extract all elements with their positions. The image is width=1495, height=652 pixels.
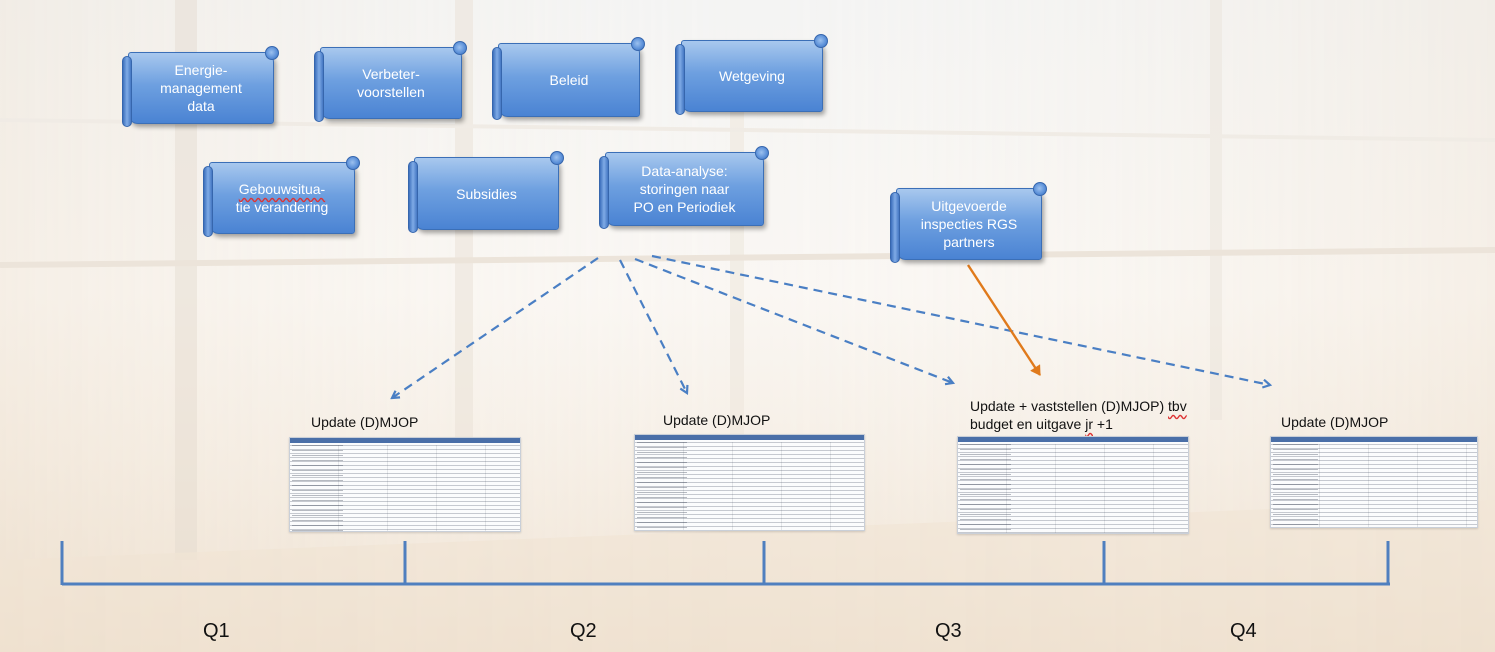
quarter-label-q4: Q4 xyxy=(1230,620,1257,642)
scroll-label: Beleid xyxy=(549,72,589,88)
scroll-curl-right xyxy=(755,146,769,160)
scroll-curl-right xyxy=(814,34,828,48)
quarter-label-q3: Q3 xyxy=(935,620,962,642)
scroll-curl-right xyxy=(631,37,645,51)
dashed-arrow-to-q1 xyxy=(392,257,599,398)
scroll-curl-left xyxy=(675,44,685,115)
update-q3-text-b: budget en uitgave xyxy=(970,416,1086,432)
scroll-label: Energie- management data xyxy=(160,62,242,114)
scroll-curl-left xyxy=(890,192,900,263)
update-label-q1: Update (D)MJOP xyxy=(311,414,419,430)
scroll-curl-left xyxy=(599,156,609,229)
quarter-label-q1: Q1 xyxy=(203,620,230,642)
mjop-spreadsheet-thumbnail-q4 xyxy=(1270,436,1478,528)
scroll-curl-left xyxy=(203,166,213,237)
update-label-q2: Update (D)MJOP xyxy=(663,412,771,428)
scroll-wetgeving: Wetgeving xyxy=(675,34,828,115)
quarter-label-q2: Q2 xyxy=(570,620,597,642)
timeline xyxy=(60,541,1390,586)
scroll-curl-left xyxy=(314,51,324,122)
scroll-label: Gebouwsitua- tie verandering xyxy=(236,180,329,216)
update-q3-text-jr: jr xyxy=(1085,416,1093,432)
scroll-uitgevoerde-inspecties: Uitgevoerde inspecties RGS partners xyxy=(890,182,1047,263)
scroll-curl-right xyxy=(550,151,564,165)
update-label-q4: Update (D)MJOP xyxy=(1281,414,1389,430)
dashed-arrow-to-q2 xyxy=(619,259,687,393)
update-q3-text-c: +1 xyxy=(1093,416,1113,432)
dashed-arrow-to-q3 xyxy=(634,257,953,383)
update-q3-text-tbv: tbv xyxy=(1168,398,1187,414)
mjop-spreadsheet-thumbnail-q2 xyxy=(634,434,865,531)
scroll-label: Verbeter- voorstellen xyxy=(357,66,425,100)
scroll-label: Data-analyse: storingen naar PO en Perio… xyxy=(633,163,736,215)
dashed-arrow-to-q4 xyxy=(651,254,1270,385)
scroll-curl-right xyxy=(346,156,360,170)
update-q3-text-a: Update + vaststellen (D)MJOP) xyxy=(970,398,1169,414)
gebouw-label-line2: tie verandering xyxy=(235,199,329,215)
scroll-verbetervoorstellen: Verbeter- voorstellen xyxy=(314,41,467,122)
mjop-spreadsheet-thumbnail-q3 xyxy=(957,436,1189,534)
update-label-q3: Update + vaststellen (D)MJOP) tbv budget… xyxy=(970,397,1187,433)
scroll-label: Uitgevoerde inspecties RGS partners xyxy=(920,198,1018,250)
mjop-spreadsheet-thumbnail-q1 xyxy=(289,437,521,532)
scroll-curl-right xyxy=(1033,182,1047,196)
scroll-curl-right xyxy=(265,46,279,60)
scroll-beleid: Beleid xyxy=(492,37,645,120)
scroll-label: Wetgeving xyxy=(719,68,785,84)
scroll-curl-right xyxy=(453,41,467,55)
scroll-curl-left xyxy=(122,56,132,127)
scroll-curl-left xyxy=(408,161,418,233)
scroll-energiemanagement-data: Energie- management data xyxy=(122,46,279,127)
scroll-curl-left xyxy=(492,47,502,120)
inspection-arrow xyxy=(966,264,1042,376)
scroll-data-analyse: Data-analyse: storingen naar PO en Perio… xyxy=(599,146,769,229)
gebouw-label-line1: Gebouwsitua- xyxy=(238,181,326,197)
scroll-gebouwsituatie-verandering: Gebouwsitua- tie verandering xyxy=(203,156,360,237)
scroll-subsidies: Subsidies xyxy=(408,151,564,233)
scroll-label: Subsidies xyxy=(456,185,517,202)
